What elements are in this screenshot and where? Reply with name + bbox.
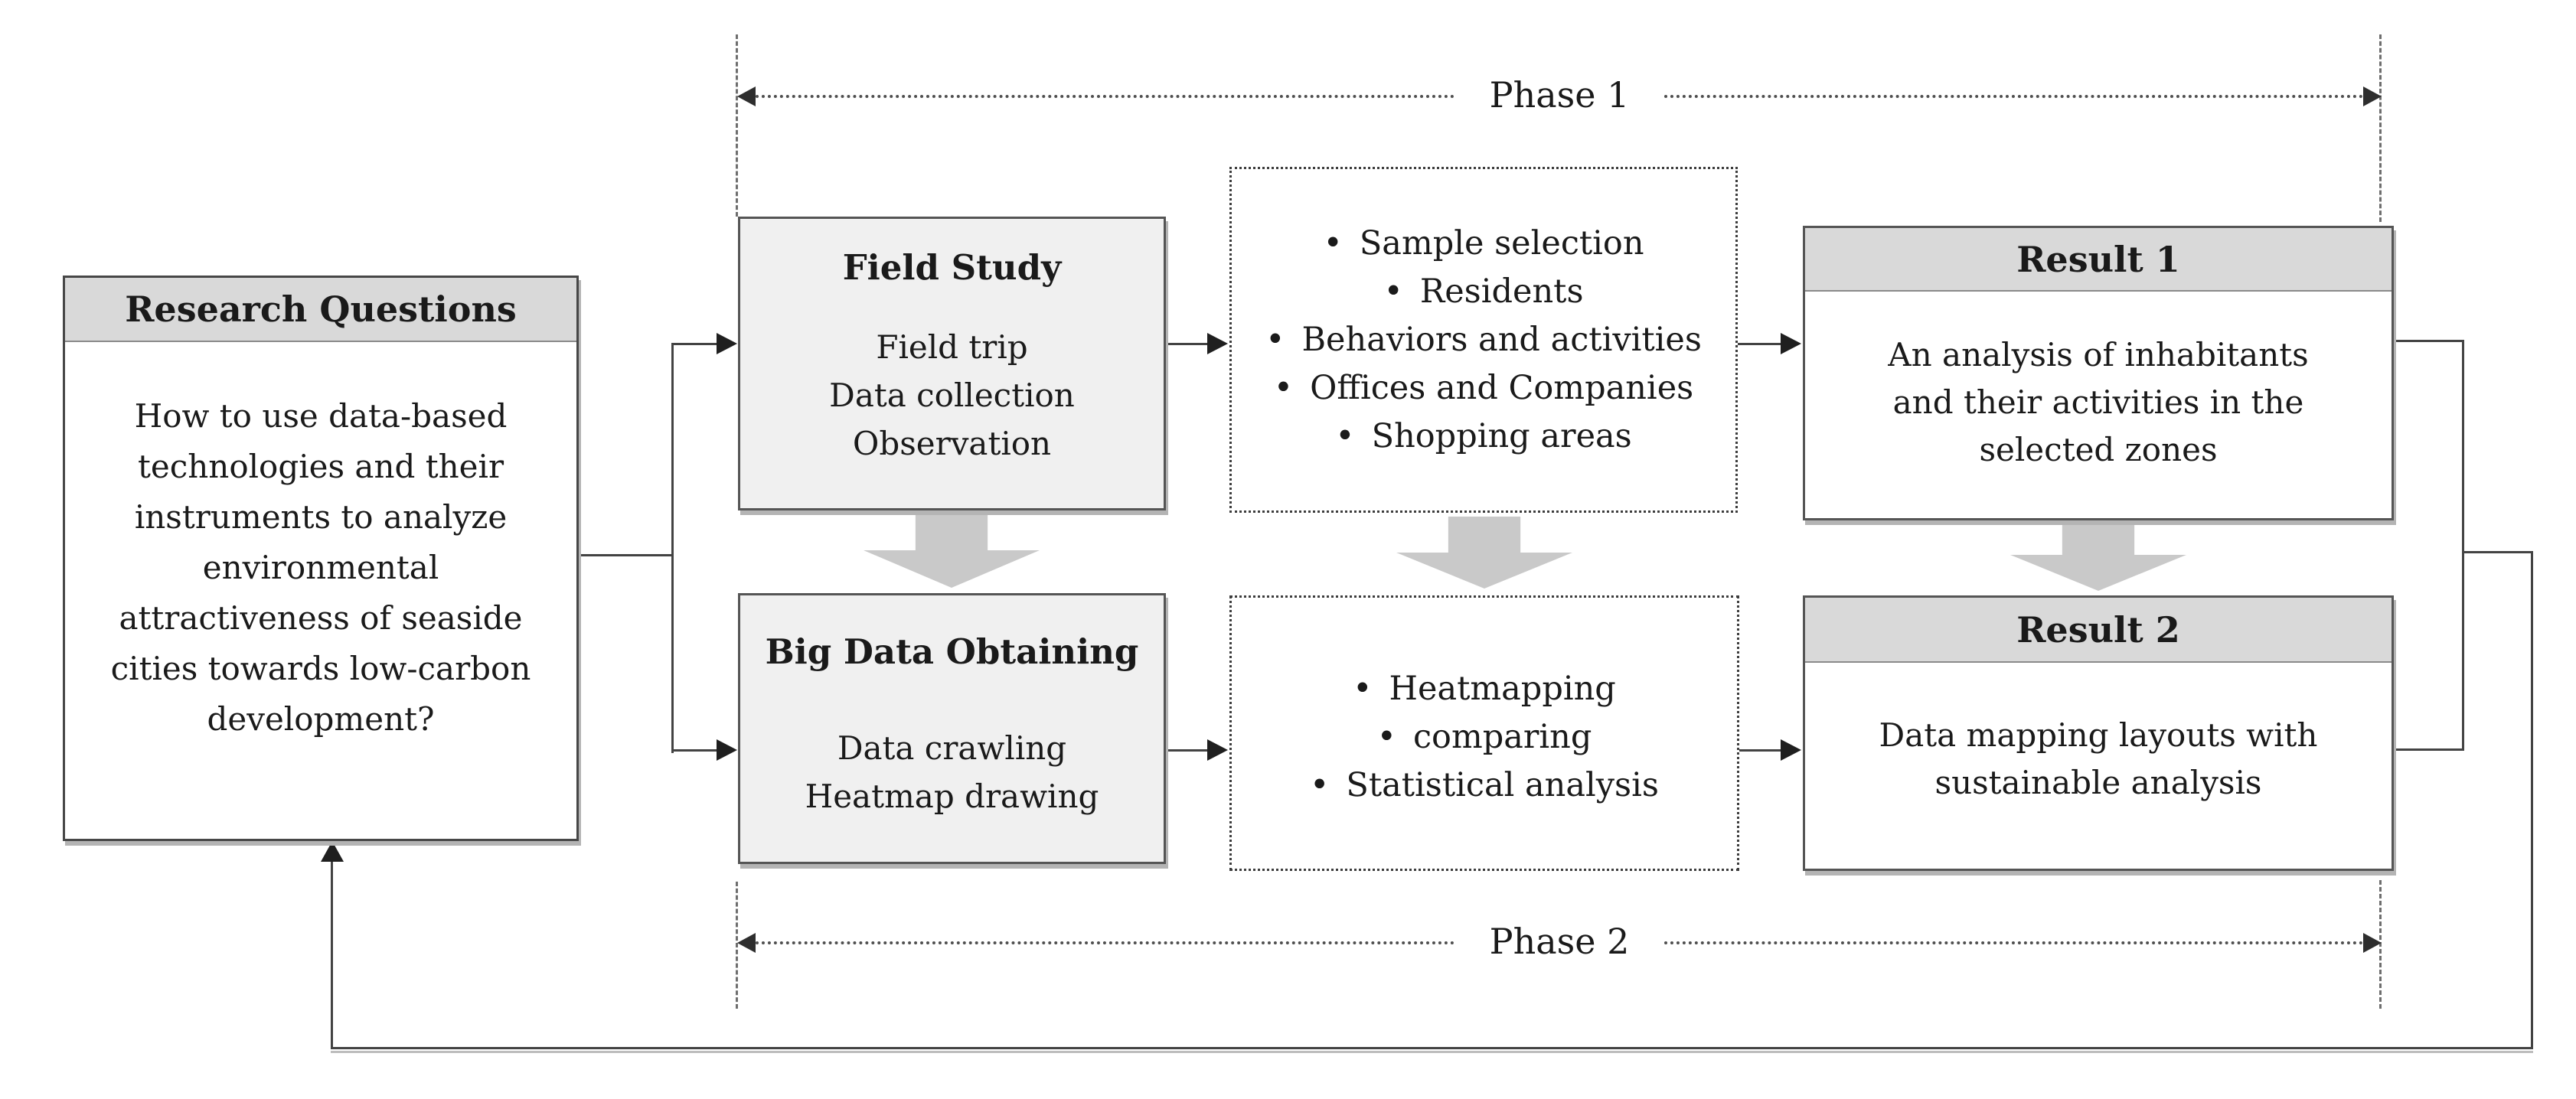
dotted-line	[756, 941, 1455, 944]
bullet-item: Shopping areas	[1232, 413, 1735, 461]
result1-title: Result 1	[2016, 238, 2180, 280]
result2-output-line	[2394, 748, 2464, 751]
details-to-result1-line	[1738, 343, 1781, 345]
big-data-item: Data crawling	[837, 729, 1067, 767]
big-data-details-box: Heatmapping comparing Statistical analys…	[1229, 595, 1739, 871]
fork-vertical-line	[671, 343, 674, 753]
phase2-label: Phase 2	[1489, 921, 1630, 962]
phase-guide-left-bottom	[736, 882, 738, 1009]
arrow-right-icon	[1207, 333, 1228, 354]
arrow-right-icon	[1781, 739, 1801, 761]
bullet-item: Statistical analysis	[1232, 761, 1737, 810]
phase2-span-arrow: Phase 2	[737, 921, 2382, 962]
loop-branch-line	[2462, 551, 2533, 553]
down-block-arrow-icon	[1396, 517, 1572, 589]
dotted-line	[756, 95, 1455, 98]
fork-to-field-line	[671, 343, 717, 345]
down-block-arrow-icon	[864, 513, 1040, 588]
fork-to-bigdata-line	[671, 749, 717, 752]
research-questions-title: Research Questions	[125, 289, 517, 330]
arrow-right-icon	[1781, 333, 1801, 354]
arrow-right-icon	[1207, 739, 1228, 761]
loop-return-line	[331, 862, 333, 1049]
phase-guide-left-top	[736, 34, 738, 217]
result2-box: Result 2 Data mapping layouts with susta…	[1803, 595, 2394, 871]
arrow-left-icon	[737, 933, 756, 953]
loop-bottom-line	[331, 1047, 2533, 1049]
bigdata-to-details-line	[1166, 749, 1209, 752]
big-data-title: Big Data Obtaining	[765, 631, 1139, 672]
phase-guide-right-top	[2379, 34, 2382, 222]
loop-right-line	[2531, 551, 2533, 1049]
result2-header: Result 2	[1805, 598, 2392, 663]
arrow-right-icon	[717, 739, 737, 761]
details-to-result2-line	[1739, 749, 1781, 752]
result1-box: Result 1 An analysis of inhabitants and …	[1803, 226, 2394, 520]
bullet-item: Sample selection	[1232, 220, 1735, 268]
research-questions-body: How to use data-based technologies and t…	[110, 397, 531, 738]
bullet-item: Heatmapping	[1232, 665, 1737, 713]
arrow-up-icon	[321, 841, 344, 862]
bullet-item: Residents	[1232, 268, 1735, 316]
field-study-item: Observation	[852, 425, 1052, 462]
field-study-details-box: Sample selection Residents Behaviors and…	[1229, 167, 1738, 513]
dotted-line	[1664, 941, 2364, 944]
big-data-item: Heatmap drawing	[805, 778, 1099, 815]
result1-output-line	[2394, 340, 2464, 342]
big-data-obtaining-box: Big Data Obtaining Data crawling Heatmap…	[738, 593, 1166, 864]
down-block-arrow-icon	[2010, 519, 2186, 591]
research-questions-header: Research Questions	[65, 278, 576, 342]
bullet-item: Behaviors and activities	[1232, 316, 1735, 364]
field-study-title: Field Study	[842, 247, 1062, 288]
arrow-right-icon	[2363, 933, 2382, 953]
big-data-items: Data crawling Heatmap drawing	[740, 673, 1164, 820]
result1-body: An analysis of inhabitants and their act…	[1888, 336, 2309, 468]
results-merge-line	[2462, 340, 2464, 751]
bullet-item: comparing	[1232, 713, 1737, 761]
field-study-box: Field Study Field trip Data collection O…	[738, 217, 1166, 510]
research-questions-box: Research Questions How to use data-based…	[63, 276, 579, 841]
rq-output-line	[579, 554, 674, 556]
phase1-label: Phase 1	[1489, 74, 1630, 116]
field-study-item: Data collection	[829, 377, 1075, 414]
field-to-details-line	[1166, 343, 1209, 345]
result1-header: Result 1	[1805, 228, 2392, 292]
phase1-span-arrow: Phase 1	[737, 74, 2382, 116]
arrow-left-icon	[737, 86, 756, 106]
dotted-line	[1664, 95, 2364, 98]
arrow-right-icon	[717, 333, 737, 354]
field-study-items: Field trip Data collection Observation	[740, 289, 1164, 468]
big-data-details-list: Heatmapping comparing Statistical analys…	[1232, 598, 1737, 810]
field-study-details-list: Sample selection Residents Behaviors and…	[1232, 169, 1735, 461]
arrow-right-icon	[2363, 86, 2382, 106]
bullet-item: Offices and Companies	[1232, 364, 1735, 413]
result2-title: Result 2	[2016, 608, 2180, 651]
field-study-item: Field trip	[876, 328, 1028, 366]
result2-body: Data mapping layouts with sustainable an…	[1879, 716, 2318, 801]
